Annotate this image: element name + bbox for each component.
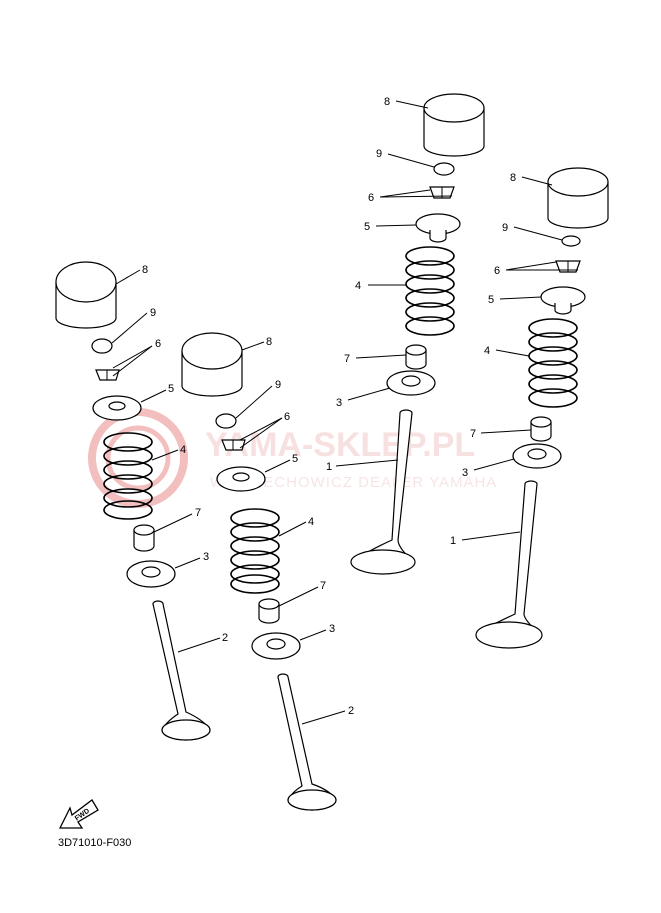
callout-8-center-right: 8 [384, 96, 390, 108]
callout-7-right: 7 [470, 428, 476, 440]
callout-8-right: 8 [510, 172, 516, 184]
valve-spring-right [528, 318, 578, 408]
callout-9-center-left: 9 [275, 379, 281, 391]
shim-right [561, 235, 581, 247]
tappet-right [547, 167, 609, 229]
callout-6-center-left: 6 [284, 411, 290, 423]
tappet-left [55, 261, 117, 329]
fwd-arrow-icon: FWD [58, 799, 99, 829]
callout-4-left: 4 [180, 444, 186, 456]
cotter-center-left [221, 439, 246, 451]
spring-seat-center-right [386, 370, 436, 396]
callout-3-center-right: 3 [336, 397, 342, 409]
callout-8-left: 8 [142, 264, 148, 276]
callout-2-center-left: 2 [348, 705, 354, 717]
shim-center-left [215, 413, 237, 429]
valve-spring-center-right [405, 246, 455, 336]
stem-seal-center-right [405, 344, 427, 370]
stem-seal-right [530, 416, 552, 442]
callout-3-right: 3 [462, 467, 468, 479]
callout-7-center-left: 7 [320, 580, 326, 592]
diagram-reference-code: 3D71010-F030 [58, 837, 132, 849]
callout-6-center-right: 6 [368, 192, 374, 204]
valve-center-left [277, 673, 337, 811]
retainer-right [540, 286, 586, 315]
watermark-title: YAMA-SKLEP.PL [205, 426, 475, 464]
callout-5-center-right: 5 [364, 221, 370, 233]
spring-seat-left [126, 560, 176, 588]
callout-9-center-right: 9 [376, 148, 382, 160]
callout-4-right: 4 [484, 345, 490, 357]
retainer-center-right [415, 213, 461, 243]
callout-6-left: 6 [155, 338, 161, 350]
callout-5-center-left: 5 [292, 453, 298, 465]
valve-left [152, 600, 211, 741]
callout-1-center-right: 1 [326, 461, 332, 473]
callout-9-right: 9 [502, 222, 508, 234]
callout-5-left: 5 [168, 383, 174, 395]
shim-left [91, 338, 113, 354]
retainer-left [92, 395, 142, 421]
callout-1-right: 1 [450, 535, 456, 547]
callout-2-left: 2 [222, 632, 228, 644]
tappet-center-left [181, 332, 243, 397]
callout-6-right: 6 [494, 265, 500, 277]
watermark-subtitle: WOJCIECHOWICZ DEALER YAMAHA [210, 474, 497, 491]
watermark: YAMA-SKLEP.PL WOJCIECHOWICZ DEALER YAMAH… [88, 408, 497, 508]
tappet-center-right [423, 93, 485, 157]
valve-spring-center-left [230, 508, 280, 594]
valve-center-right [350, 409, 416, 575]
callout-7-center-right: 7 [344, 353, 350, 365]
valve-right [475, 480, 543, 649]
stem-seal-left [133, 524, 155, 552]
retainer-center-left [216, 466, 266, 492]
spring-seat-center-left [251, 632, 301, 660]
callout-3-center-left: 3 [329, 623, 335, 635]
callout-9-left: 9 [150, 307, 156, 319]
callout-3-left: 3 [203, 551, 209, 563]
stem-seal-center-left [258, 598, 280, 624]
fwd-label: FWD [74, 808, 91, 823]
cotter-left [95, 369, 120, 381]
callout-7-left: 7 [195, 507, 201, 519]
spring-seat-right [512, 443, 562, 469]
callout-4-center-left: 4 [308, 516, 314, 528]
shim-center-right [433, 162, 455, 176]
valve-spring-left [103, 432, 153, 520]
callout-8-center-left: 8 [266, 336, 272, 348]
callout-4-center-right: 4 [355, 280, 361, 292]
callout-5-right: 5 [488, 294, 494, 306]
